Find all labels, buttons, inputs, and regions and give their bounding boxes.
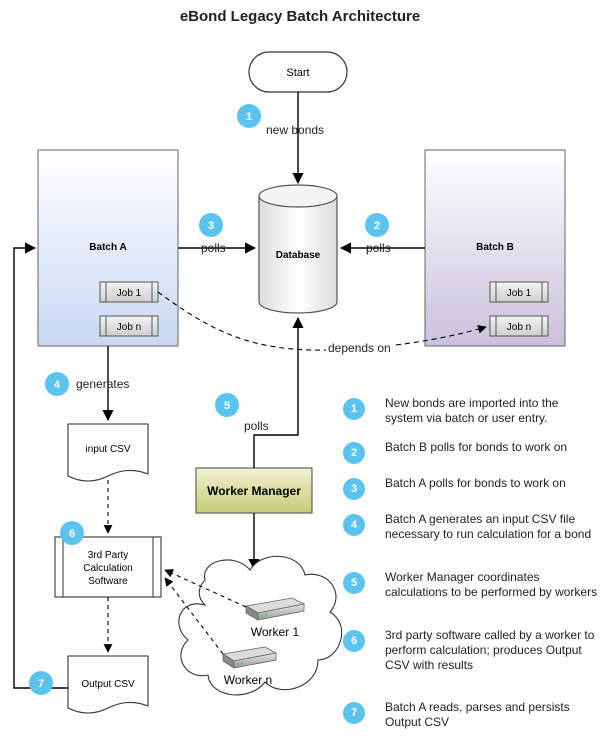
legend-badge: 1 <box>343 398 365 420</box>
worker-n-label: Worker n <box>224 673 272 687</box>
svg-text:2: 2 <box>374 220 380 232</box>
svg-text:Software: Software <box>88 576 128 587</box>
legend-text: 3rd party software called by a worker to… <box>385 628 595 672</box>
diagram-title: eBond Legacy Batch Architecture <box>179 8 421 25</box>
svg-text:6: 6 <box>69 528 75 540</box>
worker-1-label: Worker 1 <box>251 625 300 639</box>
batch-a-job-n: Job n <box>99 315 159 337</box>
svg-text:7: 7 <box>38 678 44 690</box>
legend-badge: 7 <box>343 702 365 724</box>
legend-badge: 2 <box>343 442 365 464</box>
svg-text:5: 5 <box>224 400 230 412</box>
start-label: Start <box>286 67 309 79</box>
legend-text: New bonds are imported into the system v… <box>385 396 559 425</box>
legend-badge: 5 <box>343 572 365 594</box>
edge-worker-manager-polls <box>253 316 304 468</box>
legend-text: Batch A polls for bonds to work on <box>385 476 566 490</box>
workers-cloud <box>178 555 343 696</box>
badge-6: 6 <box>60 521 84 545</box>
svg-text:Job 1: Job 1 <box>117 288 142 299</box>
output-csv-node: Output CSV <box>67 655 149 714</box>
svg-text:Job n: Job n <box>117 322 141 333</box>
batch-b-node: Batch B <box>424 149 566 347</box>
edge-label-depends-on: depends on <box>326 341 393 355</box>
legend-text: Batch A generates an input CSV file nece… <box>385 512 592 541</box>
edge-label-batch-a-polls: polls <box>201 241 226 255</box>
svg-text:1: 1 <box>246 111 252 123</box>
legend-badge: 4 <box>343 514 365 536</box>
batch-b-job-n: Job n <box>489 315 549 337</box>
edge-label-new-bonds: new bonds <box>266 123 325 137</box>
svg-text:input CSV: input CSV <box>85 444 130 455</box>
legend-badge: 3 <box>343 478 365 500</box>
worker-n-server-icon <box>221 646 278 669</box>
svg-text:4: 4 <box>54 379 61 391</box>
badge-2: 2 <box>365 213 389 237</box>
legend-text: Batch A reads, parses and persists Outpu… <box>385 700 570 729</box>
legend-badge: 6 <box>343 630 365 652</box>
edge-worker-1-to-software <box>164 569 247 608</box>
worker-1-server-icon <box>244 597 306 621</box>
edge-label-worker-polls: polls <box>242 419 271 433</box>
third-party-software-node: 3rd Party Calculation Software <box>54 536 162 598</box>
badge-7: 7 <box>29 671 53 695</box>
start-node: Start <box>248 51 348 93</box>
svg-text:Calculation: Calculation <box>83 563 132 574</box>
svg-text:3rd Party: 3rd Party <box>88 550 129 561</box>
svg-text:Job n: Job n <box>507 322 531 333</box>
legend-text: Worker Manager coordinates calculations … <box>385 570 598 599</box>
edge-label-generates: generates <box>76 377 130 391</box>
worker-manager-node: Worker Manager <box>195 467 313 514</box>
batch-b-job-1: Job 1 <box>489 281 549 303</box>
badge-3: 3 <box>199 213 223 237</box>
svg-text:Worker Manager: Worker Manager <box>207 484 301 498</box>
input-csv-node: input CSV <box>67 423 149 482</box>
batch-b-label: Batch B <box>476 242 514 253</box>
database-node: Database <box>258 184 338 314</box>
batch-a-label: Batch A <box>89 242 126 253</box>
badge-4: 4 <box>45 372 69 396</box>
svg-text:Output CSV: Output CSV <box>81 679 135 690</box>
svg-text:3: 3 <box>208 220 214 232</box>
badge-1: 1 <box>237 104 261 128</box>
batch-a-job-1: Job 1 <box>99 281 159 303</box>
legend-text: Batch B polls for bonds to work on <box>385 440 568 454</box>
database-label: Database <box>276 250 321 261</box>
badge-5: 5 <box>215 393 239 417</box>
svg-text:Job 1: Job 1 <box>507 288 532 299</box>
edge-label-batch-b-polls: polls <box>366 241 391 255</box>
